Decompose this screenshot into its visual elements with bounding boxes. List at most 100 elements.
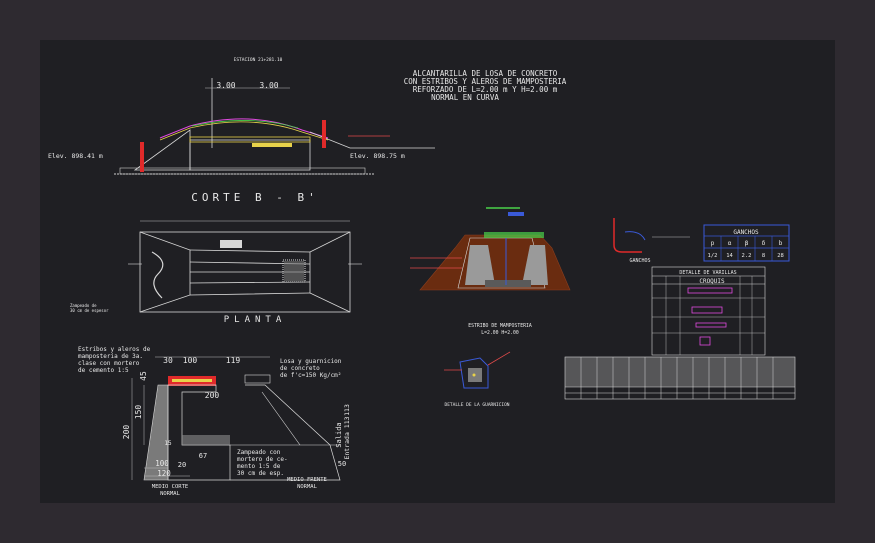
foundation-stripe [119, 167, 366, 175]
left-wingwall-marker [140, 142, 144, 172]
hooks-value-cell: 8 [762, 253, 765, 259]
section-bb-view[interactable]: ESTACION 21+281.10 3.00 3.00 [48, 57, 435, 204]
dim-50: 50 [338, 460, 346, 468]
dim-45: 45 [139, 371, 148, 381]
hook-bar-shape [613, 218, 642, 253]
hook-bend-blue [624, 231, 646, 241]
bar-sketch-4 [699, 336, 711, 346]
hooks-header-cell: p [711, 240, 715, 247]
salida-label: Salida [335, 422, 343, 447]
plan-deck-fill [284, 261, 304, 281]
hooks-label: GANCHOS [629, 258, 650, 264]
subgrade-line [159, 121, 329, 141]
blue-marker-top [508, 212, 524, 216]
hooks-table-title: GANCHOS [733, 229, 759, 236]
embankment-right [309, 131, 435, 149]
half-section-view[interactable]: Estribos y aleros de mamposteria de 3a. … [78, 346, 351, 497]
half-front-title-2: NORMAL [297, 484, 318, 490]
plan-note-left-1: Zampeado de [70, 303, 97, 308]
cad-drawing[interactable]: ALCANTARILLA DE LOSA DE CONCRETO CON EST… [40, 40, 835, 503]
title-line-3: REFORZADO DE L=2.00 m Y H=2.00 m [413, 85, 558, 94]
curb-detail-view[interactable]: DETALLE DE LA GUARNICION [444, 351, 511, 408]
zampeado-note-3: mento 1:5 de [237, 463, 281, 470]
dim-15: 15 [164, 440, 172, 447]
hooks-header-cell: δ [762, 240, 766, 247]
right-wingwall-marker [322, 120, 326, 148]
abutment-detail-view[interactable]: ESTRIBO DE MAMPOSTERIA L=2.00 H=2.00 [410, 207, 571, 336]
plan-label-box [220, 240, 242, 248]
dim-67: 67 [199, 452, 207, 460]
plan-view[interactable]: Zampeado de 30 cm de espesor PLANTA [70, 220, 362, 325]
dim-120: 120 [157, 469, 171, 478]
note-slab-3: de f'c=150 Kg/cm² [280, 372, 341, 379]
bar-detail-table[interactable]: DETALLE DE VARILLAS CROQUIS [651, 266, 766, 356]
plan-left-wings [139, 231, 191, 313]
curb-outline [459, 357, 489, 389]
hooks-header-cell: β [745, 240, 749, 247]
slab-top-green [484, 232, 544, 238]
drawing-title-block: ALCANTARILLA DE LOSA DE CONCRETO CON EST… [404, 69, 567, 102]
ground-line [191, 120, 299, 129]
plan-right-wings [309, 231, 351, 313]
deck-rebar-section [172, 379, 212, 382]
title-line-4: NORMAL EN CURVA [431, 93, 499, 102]
dim-119: 119 [226, 356, 241, 365]
title-line-1: ALCANTARILLA DE LOSA DE CONCRETO [413, 69, 558, 78]
note-abutment-3: clase con mortero [78, 360, 140, 367]
plan-outline [139, 231, 351, 313]
zampeado-note-4: 30 cm de esp. [237, 470, 284, 477]
curb-front [244, 374, 271, 384]
bar-table-outline [651, 266, 766, 356]
curb-title: DETALLE DE LA GUARNICION [444, 402, 509, 408]
curb-rebar [472, 373, 476, 377]
hooks-table [703, 224, 790, 262]
bar-sketch-2 [691, 306, 723, 314]
drawing-sheet[interactable]: ALCANTARILLA DE LOSA DE CONCRETO CON EST… [40, 40, 835, 503]
abutment-subtitle: L=2.00 H=2.00 [481, 330, 519, 336]
half-front-title-1: MEDIO FRENTE [287, 477, 327, 483]
dim-113: 113 [343, 404, 351, 416]
croquis-header: CROQUIS [699, 278, 725, 285]
half-section-title-1: MEDIO CORTE [152, 484, 188, 490]
dim-100-top: 100 [183, 356, 198, 365]
plan-title: PLANTA [224, 315, 287, 325]
title-line-2: CON ESTRIBOS Y ALEROS DE MAMPOSTERIA [404, 77, 567, 86]
hooks-value-cell: 2.2 [742, 253, 752, 259]
elev-right-label: Elev. 898.75 m [350, 152, 405, 160]
channel-floor-hatch [182, 435, 230, 445]
hooks-header-cell: α [728, 240, 732, 247]
slab-reinforcement [252, 143, 292, 147]
station-label: ESTACION 21+281.10 [234, 57, 283, 63]
section-bb-title: CORTE B - B' [191, 191, 318, 204]
hooks-value-cell: 28 [777, 253, 784, 259]
dim-200-top: 200 [205, 391, 220, 400]
base-hatch [485, 280, 531, 287]
note-slab-2: de concreto [280, 365, 320, 372]
dim-30: 30 [163, 356, 173, 365]
hooks-header-cell: b [779, 240, 783, 247]
hooks-value-cell: 1/2 [708, 253, 718, 259]
entrada-label: Entrada 113 [343, 416, 351, 459]
dim-3m-right: 3.00 [259, 81, 278, 90]
abutment-title: ESTRIBO DE MAMPOSTERIA [468, 323, 532, 329]
left-wall-hatch [465, 245, 495, 285]
bar-sketch-1 [687, 287, 733, 294]
strip-grid [565, 357, 795, 399]
culvert-box [189, 139, 311, 171]
dim-200-side: 200 [122, 425, 131, 440]
quantities-strip[interactable] [564, 356, 796, 400]
note-abutment-4: de cemento 1:5 [78, 367, 129, 374]
right-wall-hatch [522, 245, 548, 285]
plan-note-left-2: 30 cm de espesor [70, 308, 109, 313]
strip-fill [565, 357, 795, 387]
pavement-crown-line [159, 118, 329, 139]
strip-outline [564, 356, 796, 400]
plan-road-lines [189, 249, 311, 296]
half-section-title-2: NORMAL [160, 491, 181, 497]
bar-table-title: DETALLE DE VARILLAS [679, 270, 736, 276]
plan-deck-hatch [282, 259, 306, 283]
plan-riprap-left [151, 251, 164, 299]
